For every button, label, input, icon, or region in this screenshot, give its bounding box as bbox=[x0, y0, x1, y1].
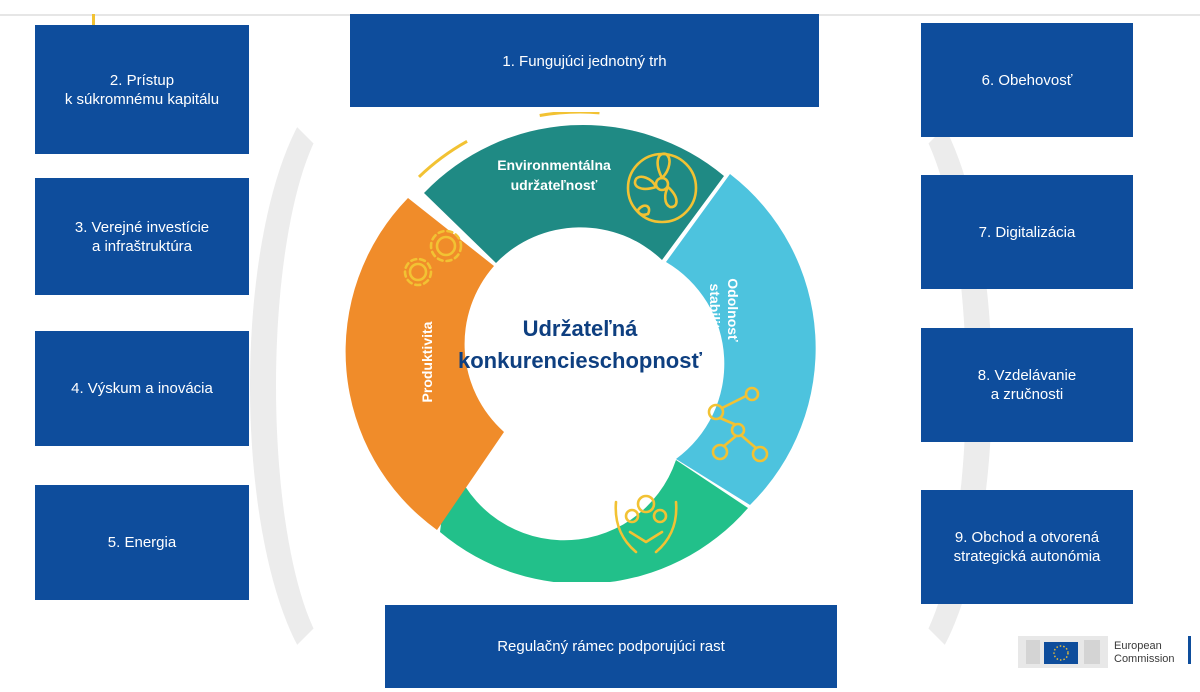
segment-label-wellbeing-line1: Blahobyt pre všetkých bbox=[477, 486, 626, 502]
segment-label-resilience-line1: Odolnosť bbox=[725, 278, 741, 342]
segment-label-environment-line2: udržateľnosť bbox=[511, 177, 598, 193]
pillar-box-education: 8. Vzdelávanie a zručnosti bbox=[921, 328, 1133, 442]
european-commission-logo bbox=[1018, 636, 1108, 668]
pillar-box-research: 4. Výskum a inovácia bbox=[35, 331, 249, 446]
logo-accent-bar bbox=[1188, 636, 1191, 664]
segment-wellbeing bbox=[440, 452, 748, 582]
segment-label-productivity: Produktivita bbox=[419, 321, 435, 402]
segment-label-wellbeing-line2: spravodlivosť bbox=[505, 509, 598, 525]
eu-flag-icon bbox=[1044, 642, 1078, 664]
accent-mark bbox=[92, 14, 95, 28]
pillar-box-digitalisation: 7. Digitalizácia bbox=[921, 175, 1133, 289]
pillar-box-private-capital: 2. Prístup k súkromnému kapitálu bbox=[35, 25, 249, 154]
segment-label-resilience-line2: stabilita bbox=[707, 284, 723, 337]
framework-box-regulation: Regulačný rámec podporujúci rast bbox=[385, 605, 837, 688]
pillar-box-single-market: 1. Fungujúci jednotný trh bbox=[350, 14, 819, 107]
pillar-box-circularity: 6. Obehovosť bbox=[921, 23, 1133, 137]
pillar-box-trade: 9. Obchod a otvorená strategická autonóm… bbox=[921, 490, 1133, 604]
center-title-line1: Udržateľná bbox=[523, 316, 639, 341]
hands-people-icon bbox=[614, 494, 678, 554]
logo-text: European Commission bbox=[1114, 640, 1175, 665]
gears-icon bbox=[403, 229, 463, 287]
segment-environment bbox=[424, 124, 724, 263]
segment-label-environment-line1: Environmentálna bbox=[497, 157, 611, 173]
competitiveness-wheel: Udržateľná konkurencieschopnosť Environm… bbox=[340, 112, 820, 582]
wind-turbine-icon bbox=[626, 152, 698, 224]
pillar-box-public-investment: 3. Verejné investície a infraštruktúra bbox=[35, 178, 249, 295]
network-nodes-icon bbox=[707, 386, 769, 463]
outer-accent-ring bbox=[346, 112, 814, 578]
pillar-box-energy: 5. Energia bbox=[35, 485, 249, 600]
segment-productivity bbox=[345, 198, 504, 530]
segment-resilience bbox=[666, 174, 816, 505]
center-title-line2: konkurencieschopnosť bbox=[458, 348, 703, 373]
